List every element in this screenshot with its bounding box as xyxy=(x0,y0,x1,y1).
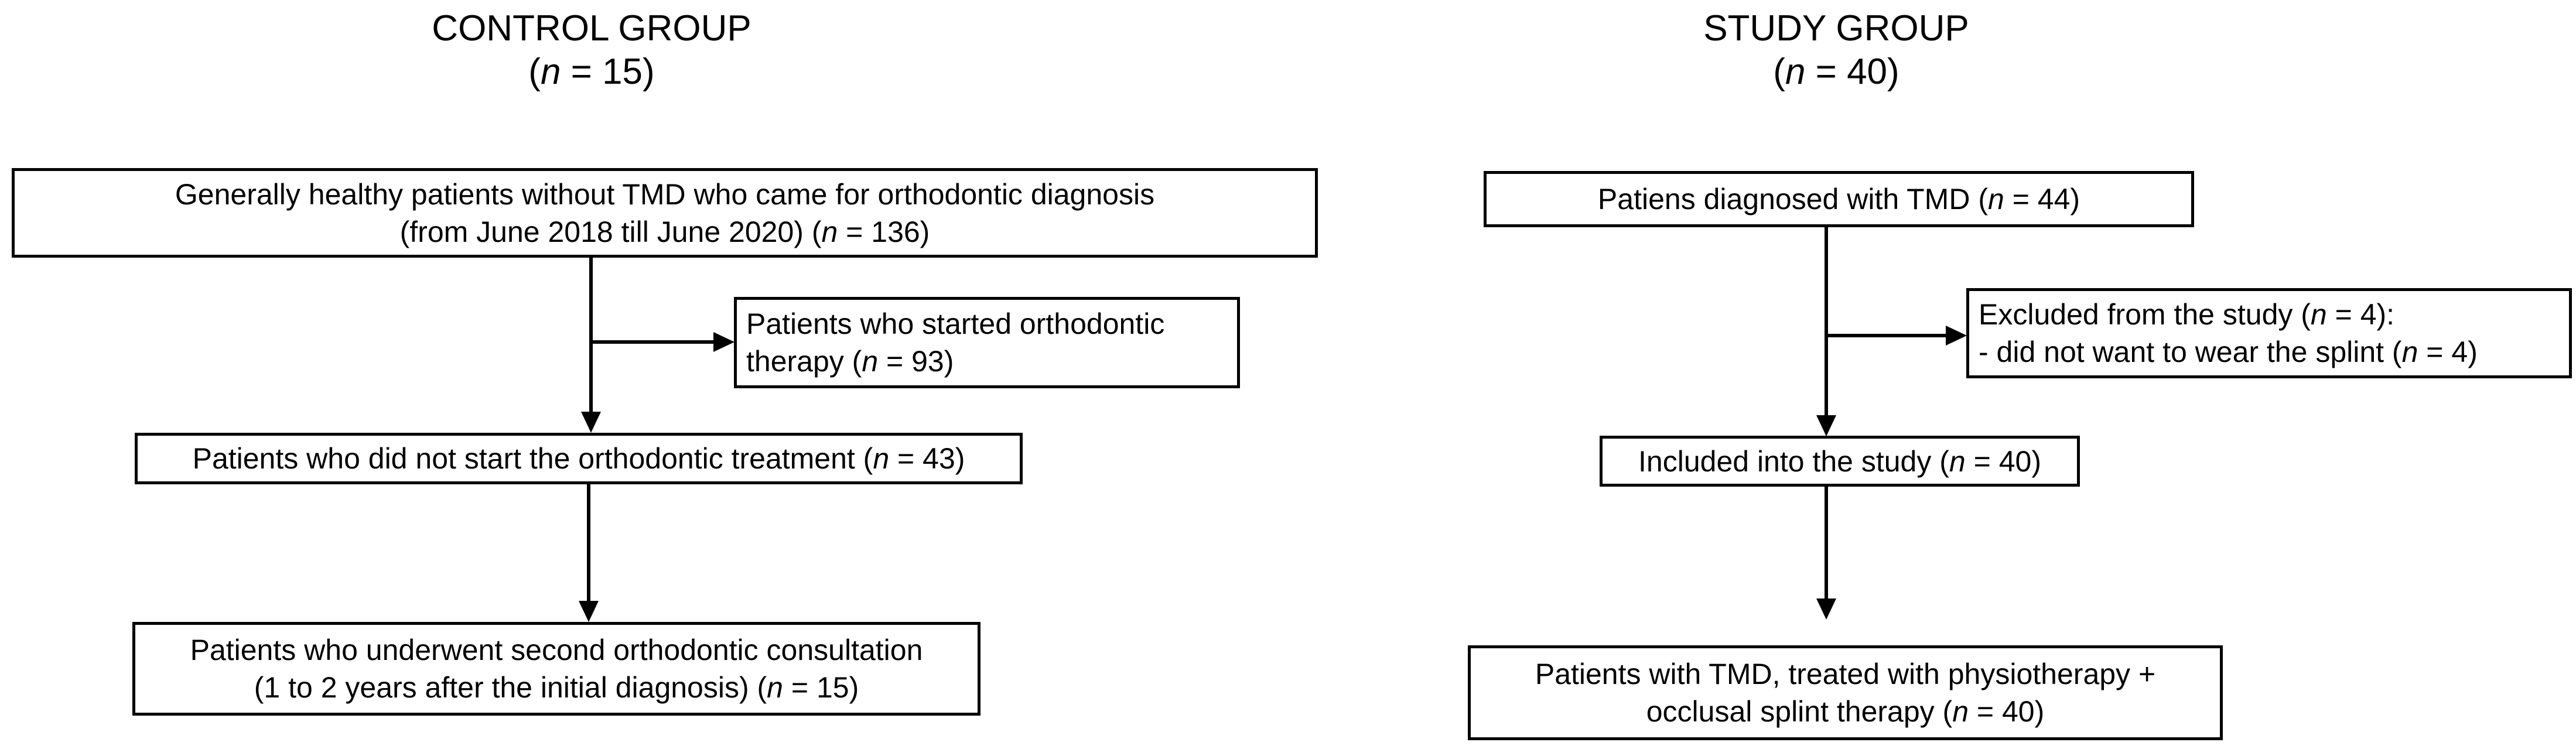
control-connector-branch-right xyxy=(589,340,715,344)
control-arrowhead-down-2 xyxy=(579,601,599,622)
box-treated-with-physiotherapy: Patients with TMD, treated with physioth… xyxy=(1468,645,2223,740)
study-connector-branch-right xyxy=(1825,334,1948,337)
box-excluded-from-study: Excluded from the study (n = 4):- did no… xyxy=(1966,288,2572,378)
study-arrowhead-down-1 xyxy=(1816,415,1836,436)
control-connector-down-1 xyxy=(589,258,593,412)
control-connector-down-2 xyxy=(587,484,590,601)
box-second-consultation: Patients who underwent second orthodonti… xyxy=(132,622,980,716)
box-generally-healthy-patients: Generally healthy patients without TMD w… xyxy=(12,168,1318,258)
study-arrowhead-right xyxy=(1946,326,1967,346)
box-patients-diagnosed-tmd: Patiens diagnosed with TMD (n = 44) xyxy=(1484,171,2194,227)
control-arrowhead-down-1 xyxy=(581,412,601,433)
study-group-title: STUDY GROUP(n = 40) xyxy=(1703,8,1969,92)
box-did-not-start-treatment: Patients who did not start the orthodont… xyxy=(135,433,1023,484)
control-arrowhead-right xyxy=(713,332,734,352)
study-connector-down-2 xyxy=(1825,487,1828,599)
box-included-into-study: Included into the study (n = 40) xyxy=(1600,436,2080,487)
study-connector-down-1 xyxy=(1825,227,1828,416)
study-arrowhead-down-2 xyxy=(1816,598,1836,620)
control-group-title: CONTROL GROUP(n = 15) xyxy=(432,8,751,92)
